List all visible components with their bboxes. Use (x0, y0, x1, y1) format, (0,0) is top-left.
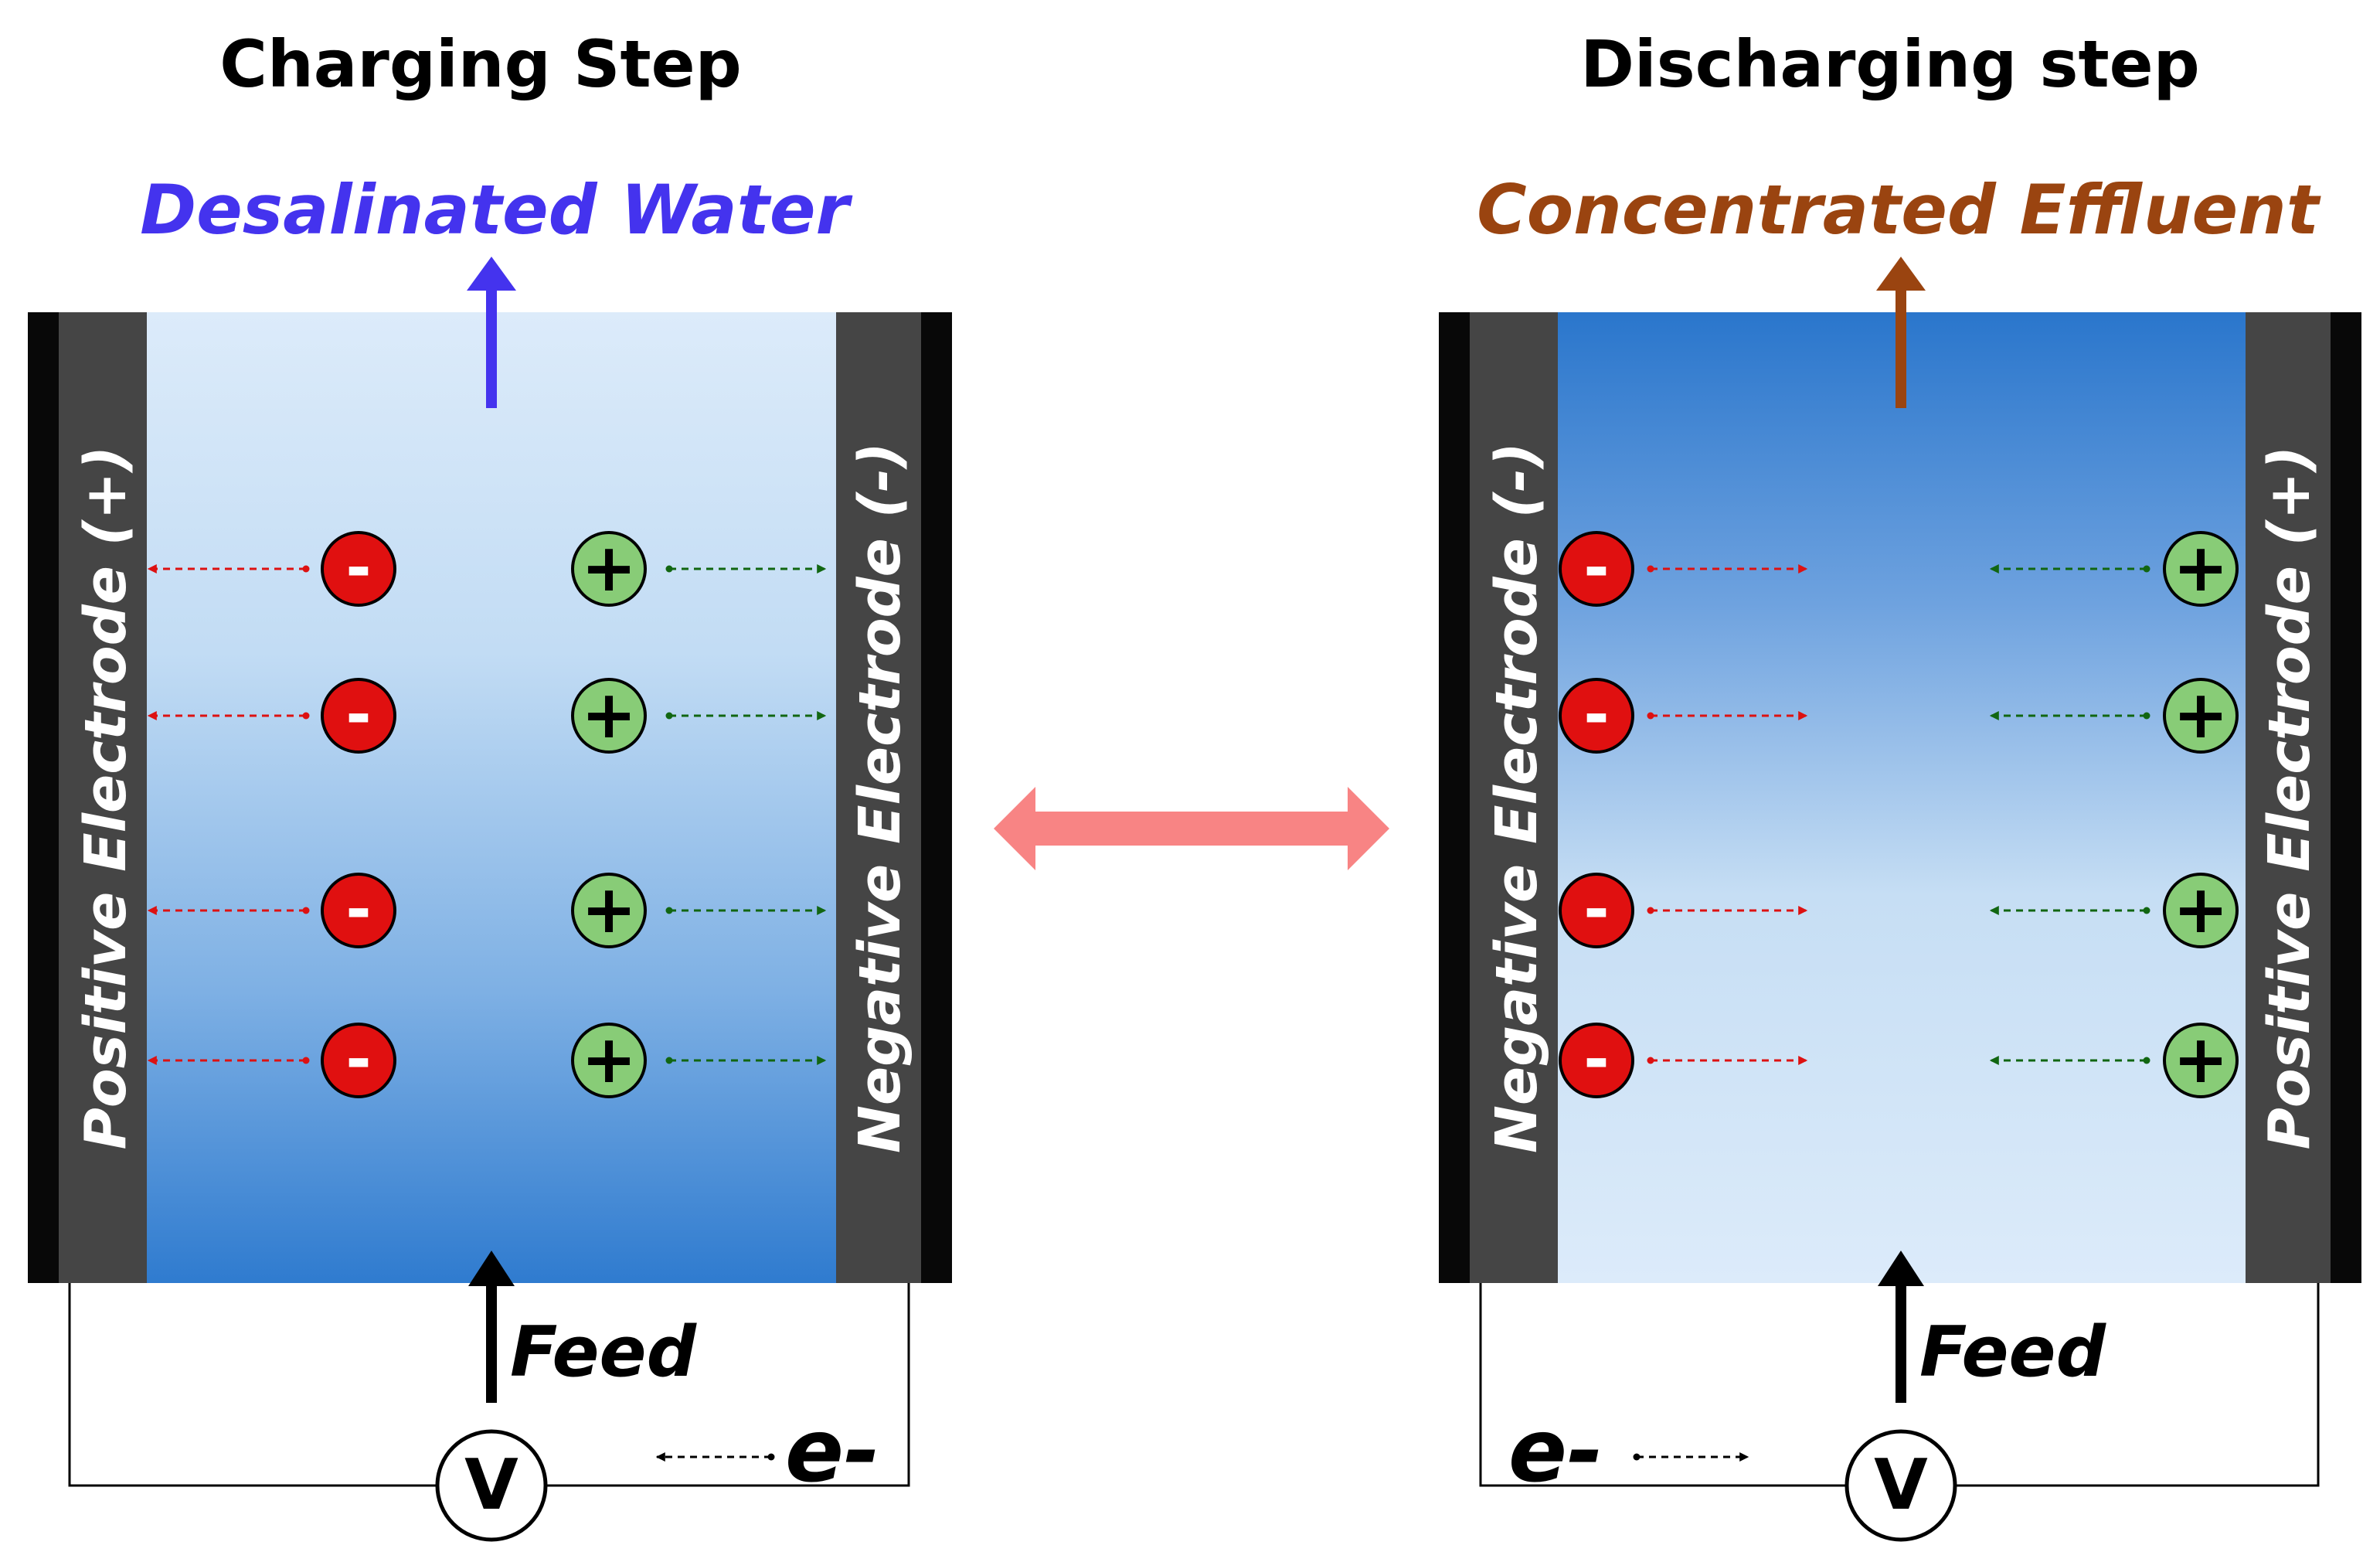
discharging-anion-2: - (1559, 678, 1634, 754)
desalinated-water-label: Desalinated Water (140, 170, 852, 250)
discharging-feed-arrow-head (1878, 1251, 1924, 1286)
charging-cation-4-circle (571, 1023, 647, 1098)
discharging-cation-2-sign: + (2173, 676, 2229, 754)
charging-anion-4: - (321, 1023, 396, 1098)
discharging-anion-1-sign: - (1583, 532, 1609, 604)
discharging-panel: Discharging step Concentrated Effluent N… (1439, 26, 2361, 1542)
discharging-cation-1: + (2163, 529, 2239, 607)
discharging-circuit-left (1479, 1283, 1845, 1487)
charging-positive-electrode (59, 312, 147, 1283)
discharging-right-current-collector (2331, 312, 2361, 1283)
charging-cation-4-sign: + (581, 1021, 637, 1098)
discharging-negative-electrode (1470, 312, 1558, 1283)
discharging-anion-3-sign: - (1583, 873, 1609, 945)
discharging-left-current-collector (1439, 312, 1470, 1283)
charging-anion-1-circle (321, 531, 396, 607)
discharging-left-electrode-label: Negative Electrode (-) (1484, 442, 1550, 1153)
discharging-cation-3-sign: + (2173, 871, 2229, 948)
discharging-anion-1: - (1559, 531, 1634, 607)
charging-cation-3: + (571, 871, 647, 948)
charging-cation-3-circle (571, 873, 647, 948)
discharging-circuit-right (1957, 1283, 2320, 1487)
charging-feed-label: Feed (510, 1312, 698, 1393)
discharging-right-electrode-label: Positive Electrode (+) (2256, 446, 2323, 1150)
charging-ions: - + - + - + - + (147, 529, 827, 1098)
charging-circuit-left (68, 1283, 436, 1487)
discharging-anion-2-circle (1559, 678, 1634, 754)
charging-anion-2: - (321, 678, 396, 754)
discharging-title: Discharging step (1580, 26, 2200, 102)
charging-anion-4-circle (321, 1023, 396, 1098)
charging-anion-3-circle (321, 873, 396, 948)
discharging-cation-4-circle (2163, 1023, 2239, 1098)
discharging-cation-2: + (2163, 676, 2239, 754)
discharging-voltmeter (1844, 1429, 1957, 1542)
discharging-anion-2-sign: - (1583, 679, 1609, 750)
charging-cation-2: + (571, 676, 647, 754)
charging-anion-4-sign: - (345, 1023, 371, 1095)
discharging-positive-electrode (2246, 312, 2331, 1283)
double-headed-arrow-icon (994, 787, 1389, 870)
charging-voltmeter-label: V (464, 1445, 518, 1526)
charging-anion-3-sign: - (345, 873, 371, 945)
concentrated-effluent-label: Concentrated Effluent (1477, 170, 2321, 250)
charging-right-current-collector (921, 312, 952, 1283)
charging-left-electrode-label: Positive Electrode (+) (73, 446, 139, 1150)
charging-electron-label: e- (785, 1401, 879, 1502)
charging-feed-arrow-head (468, 1251, 515, 1286)
charging-anion-1: - (321, 531, 396, 607)
charging-voltmeter (435, 1429, 548, 1542)
charging-cation-1-circle (571, 531, 647, 607)
charging-circuit-right (547, 1283, 910, 1487)
discharging-cation-3-circle (2163, 873, 2239, 948)
discharging-voltmeter-label: V (1874, 1445, 1928, 1526)
charging-anion-2-circle (321, 678, 396, 754)
charging-right-electrode-label: Negative Electrode (-) (847, 442, 913, 1153)
discharging-feed-label: Feed (1919, 1312, 2107, 1393)
charging-negative-electrode (836, 312, 921, 1283)
desalinated-arrow-head (467, 257, 516, 291)
charging-cation-2-circle (571, 678, 647, 754)
discharging-cation-1-circle (2163, 531, 2239, 607)
discharging-anion-1-circle (1559, 531, 1634, 607)
discharging-water-channel (1558, 312, 2246, 1283)
discharging-cation-1-sign: + (2173, 529, 2229, 607)
discharging-cation-4-sign: + (2173, 1021, 2229, 1098)
charging-cation-1-sign: + (581, 529, 637, 607)
discharging-cation-4: + (2163, 1021, 2239, 1098)
effluent-arrow-head (1876, 257, 1926, 291)
discharging-anion-4-circle (1559, 1023, 1634, 1098)
charging-cation-4: + (571, 1021, 647, 1098)
charging-anion-2-sign: - (345, 679, 371, 750)
charging-cation-3-sign: + (581, 871, 637, 948)
discharging-anion-4: - (1559, 1023, 1634, 1098)
charging-water-channel (147, 312, 836, 1283)
discharging-cation-3: + (2163, 871, 2239, 948)
charging-cation-1: + (571, 529, 647, 607)
charging-panel: Charging Step Desalinated Water Positive… (28, 26, 952, 1542)
discharging-electron-label: e- (1508, 1401, 1603, 1502)
charging-anion-1-sign: - (345, 532, 371, 604)
discharging-anion-3: - (1559, 873, 1634, 948)
discharging-anion-3-circle (1559, 873, 1634, 948)
charging-anion-3: - (321, 873, 396, 948)
discharging-cation-2-circle (2163, 678, 2239, 754)
charging-title: Charging Step (219, 26, 741, 102)
charging-left-current-collector (28, 312, 59, 1283)
discharging-ions: - + - + - + - + (1559, 529, 2239, 1098)
discharging-anion-4-sign: - (1583, 1023, 1609, 1095)
charging-cation-2-sign: + (581, 676, 637, 754)
